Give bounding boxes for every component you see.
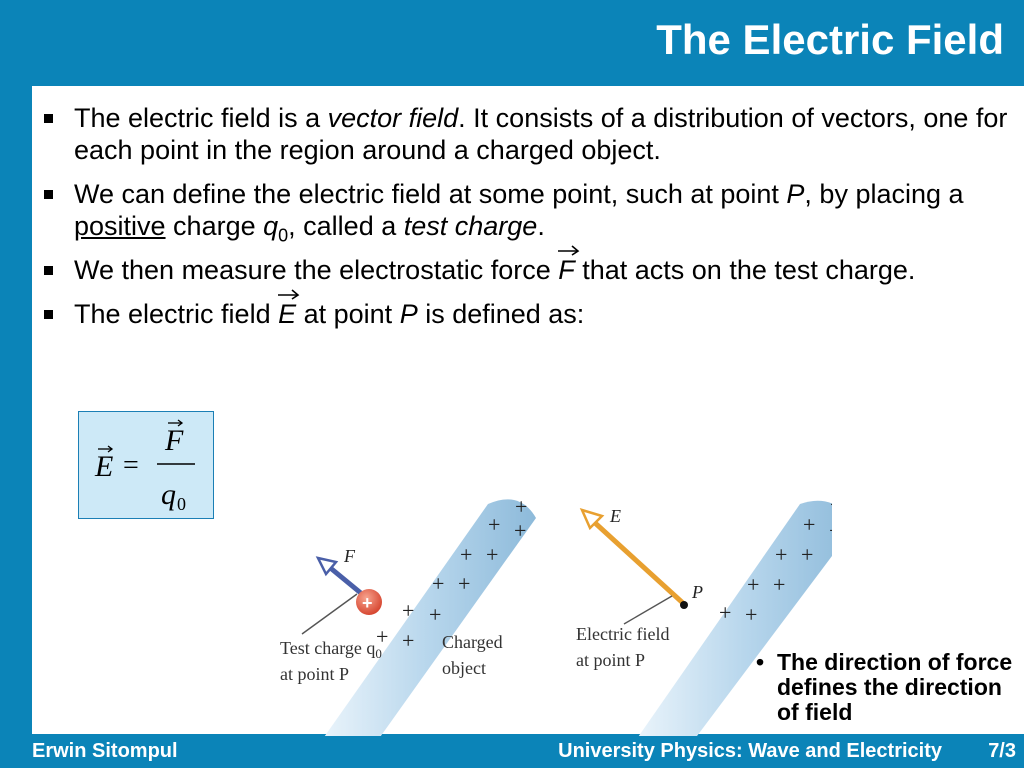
content-area: The electric field is a vector field. It… bbox=[32, 86, 1024, 736]
header-bar: The Electric Field bbox=[0, 0, 1024, 86]
footer-page-number: 7/3 bbox=[988, 740, 1016, 762]
plus-sign: + bbox=[460, 542, 472, 567]
field-label-line1: Electric field bbox=[576, 624, 669, 644]
plus-sign: + bbox=[801, 542, 813, 567]
formula-graphic: E = F q 0 bbox=[94, 419, 195, 514]
test-charge-leader-line bbox=[301, 593, 358, 635]
test-charge-label-line1: Test charge q0 bbox=[280, 638, 382, 661]
formula-box: E = F q 0 bbox=[78, 411, 214, 519]
charged-rod-left: + + + + + + + + + + + bbox=[324, 494, 536, 736]
field-point-setup: E P Electric field at point P bbox=[576, 506, 703, 670]
formula-equals: = bbox=[123, 450, 139, 481]
vector-e-symbol: E bbox=[278, 289, 300, 330]
vector-arrow-icon bbox=[278, 289, 300, 300]
plus-sign: + bbox=[514, 518, 526, 543]
charged-rod-right bbox=[638, 500, 832, 736]
point-p-label: P bbox=[691, 582, 703, 602]
bullet-item: We then measure the electrostatic force … bbox=[42, 245, 1018, 286]
field-arrow-shaft bbox=[592, 520, 686, 606]
plus-sign: + bbox=[775, 542, 787, 567]
rod-left-body bbox=[324, 499, 536, 736]
bullet-item: The electric field E at point P is defin… bbox=[42, 289, 1018, 330]
point-p-dot bbox=[680, 601, 688, 609]
vector-arrow-icon bbox=[98, 445, 114, 453]
field-leader-line bbox=[623, 595, 673, 625]
vector-f-symbol: F bbox=[558, 245, 580, 286]
force-arrow-label: F bbox=[343, 546, 356, 566]
formula-denominator-subscript: 0 bbox=[177, 494, 186, 514]
bullet-item: We can define the electric field at some… bbox=[42, 178, 1018, 244]
note-bullet-icon: • bbox=[756, 649, 765, 675]
charged-object-label-line2: object bbox=[442, 658, 486, 678]
test-charge-label-line2: at point P bbox=[280, 664, 349, 684]
plus-sign: + bbox=[773, 572, 785, 597]
footer-author: Erwin Sitompul bbox=[32, 740, 178, 762]
plus-sign: + bbox=[745, 602, 757, 627]
slide-title: The Electric Field bbox=[656, 16, 1004, 63]
plus-sign: + bbox=[429, 602, 441, 627]
rod-right-body bbox=[638, 500, 832, 736]
plus-sign: + bbox=[747, 572, 759, 597]
footer-bar: Erwin Sitompul University Physics: Wave … bbox=[0, 734, 1024, 768]
plus-sign: + bbox=[515, 494, 527, 519]
plus-sign: + bbox=[829, 518, 832, 543]
vector-arrow-icon bbox=[558, 245, 580, 256]
square-bullet-icon bbox=[44, 190, 53, 199]
plus-sign: + bbox=[402, 598, 414, 623]
plus-sign: + bbox=[402, 628, 414, 653]
plus-sign: + bbox=[376, 624, 388, 649]
field-arrow-head-icon bbox=[579, 508, 605, 531]
test-charge-circle bbox=[356, 589, 382, 615]
plus-sign: + bbox=[830, 492, 832, 517]
plus-sign: + bbox=[803, 512, 815, 537]
formula-numerator: F bbox=[164, 424, 184, 457]
direction-note: • The direction of force defines the dir… bbox=[756, 650, 1020, 725]
formula-lhs: E bbox=[94, 450, 113, 483]
bullet-item: The electric field is a vector field. It… bbox=[42, 102, 1018, 166]
field-arrow-label: E bbox=[609, 506, 621, 526]
test-charge-setup: F + Test charge q0 at point P bbox=[280, 546, 382, 684]
square-bullet-icon bbox=[44, 114, 53, 123]
vector-arrow-icon bbox=[168, 419, 184, 427]
plus-sign: + bbox=[458, 571, 470, 596]
footer-course: University Physics: Wave and Electricity bbox=[558, 740, 942, 762]
electric-field-figure: + + + + + + + + + + + bbox=[280, 492, 832, 736]
square-bullet-icon bbox=[44, 266, 53, 275]
square-bullet-icon bbox=[44, 310, 53, 319]
charged-object-label-line1: Charged bbox=[442, 632, 503, 652]
plus-sign: + bbox=[432, 571, 444, 596]
rod-right-plus-signs: +++++++++ bbox=[719, 492, 832, 627]
bullet-list: The electric field is a vector field. It… bbox=[42, 102, 1018, 342]
force-arrow-shaft bbox=[326, 564, 364, 596]
test-charge-sign: + bbox=[362, 593, 373, 613]
force-arrow-head-icon bbox=[315, 556, 339, 577]
note-text: The direction of force defines the direc… bbox=[777, 649, 1013, 725]
plus-sign: + bbox=[486, 542, 498, 567]
field-label-line2: at point P bbox=[576, 650, 645, 670]
formula-denominator: q bbox=[161, 478, 176, 511]
plus-sign: + bbox=[488, 512, 500, 537]
plus-sign: + bbox=[719, 600, 731, 625]
